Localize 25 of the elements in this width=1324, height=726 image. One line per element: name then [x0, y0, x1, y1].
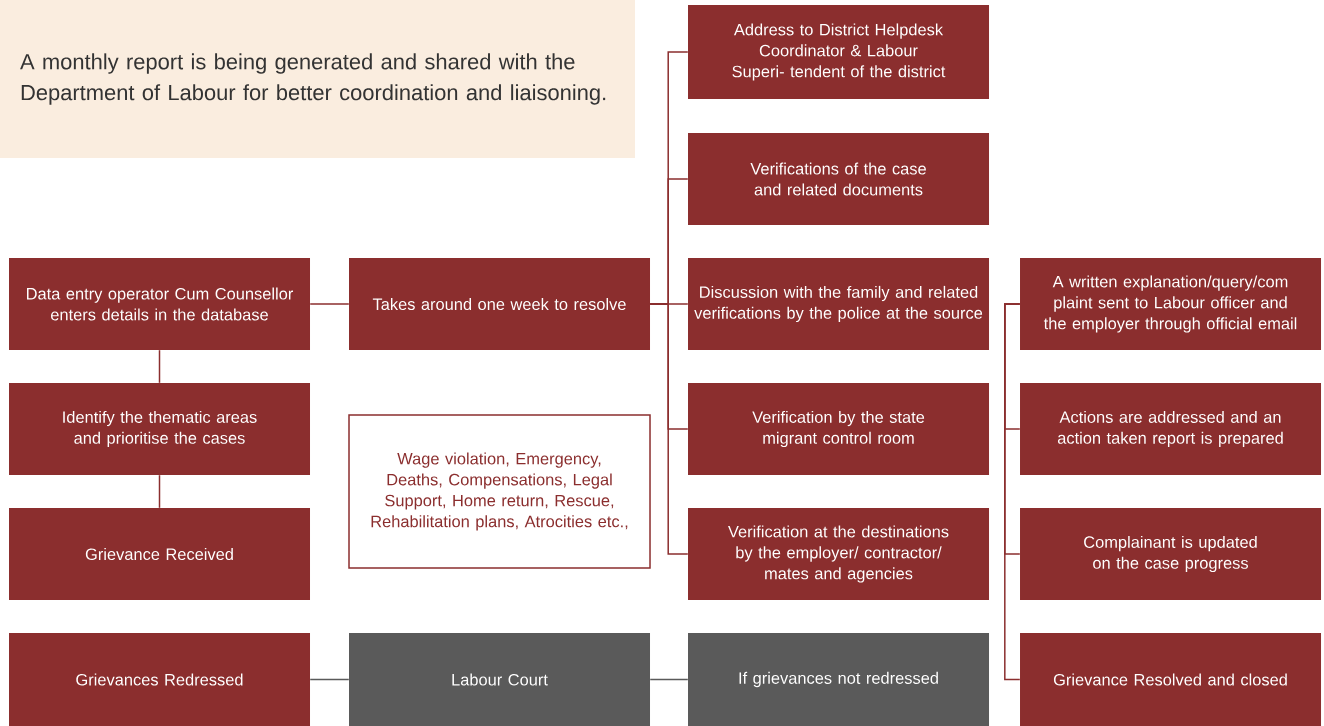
- process-box: A written explanation/query/com plaint sent to Labour officer and the employer through official email: [1020, 258, 1321, 350]
- connector: [309, 303, 350, 305]
- process-box: Takes around one week to resolve: [349, 258, 650, 350]
- connector: [158, 349, 161, 384]
- category-box: Wage violation, Emergency, Deaths, Compensations, Legal Support, Home return, Rescue, Rehabilitation plans, Atrocities etc.,: [348, 414, 651, 569]
- process-box: If grievances not redressed: [688, 633, 989, 726]
- process-box: Data entry operator Cum Counsellor enters details in the database: [9, 258, 310, 350]
- process-box: Labour Court: [349, 633, 650, 726]
- process-box: Complainant is updated on the case progress: [1020, 508, 1321, 600]
- connector: [649, 678, 689, 681]
- process-box: Discussion with the family and related verifications by the police at the source: [688, 258, 989, 350]
- connector: [1004, 303, 1021, 681]
- process-box: Address to District Helpdesk Coordinator & Labour Superi- tendent of the district: [688, 5, 989, 99]
- process-box: Actions are addressed and an action taken report is prepared: [1020, 383, 1321, 475]
- process-box: Verification by the state migrant control room: [688, 383, 989, 475]
- process-box: Verification at the destinations by the employer/ contractor/ mates and agencies: [688, 508, 989, 600]
- process-box: Identify the thematic areas and prioritise the cases: [9, 383, 310, 475]
- connector: [649, 303, 689, 555]
- process-box: Grievances Redressed: [9, 633, 310, 726]
- note-box: A monthly report is being generated and shared with the Department of Labour for better coordination and liaisoning.: [0, 0, 635, 158]
- process-box: Grievance Resolved and closed: [1020, 633, 1321, 726]
- connector: [158, 474, 161, 509]
- connector: [309, 678, 350, 681]
- process-box: Grievance Received: [9, 508, 310, 600]
- process-box: Verifications of the case and related documents: [688, 133, 989, 225]
